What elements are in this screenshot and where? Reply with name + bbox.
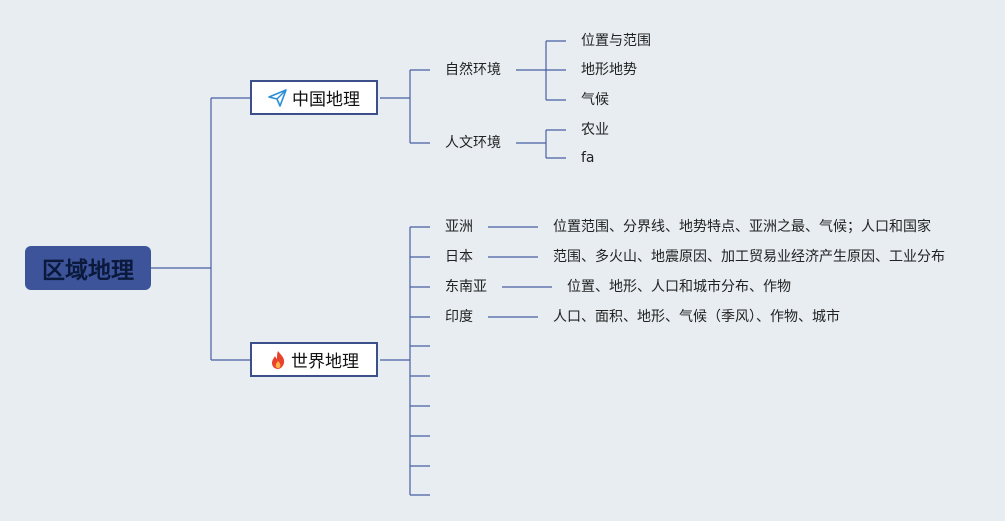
topic-southeast-asia[interactable]: 东南亚 [445, 279, 487, 295]
paper-plane-icon [268, 88, 288, 107]
root-label: 区域地理 [42, 258, 134, 284]
fire-icon [269, 350, 287, 370]
branch-label: 世界地理 [291, 352, 359, 372]
leaf-agriculture[interactable]: 农业 [581, 122, 609, 138]
leaf-location-range[interactable]: 位置与范围 [581, 33, 651, 49]
detail-asia[interactable]: 位置范围、分界线、地势特点、亚洲之最、气候；人口和国家 [553, 219, 931, 235]
topic-asia[interactable]: 亚洲 [445, 219, 473, 235]
topic-human-environment[interactable]: 人文环境 [445, 135, 501, 151]
topic-japan[interactable]: 日本 [445, 249, 473, 265]
branch-node-china-geography[interactable]: 中国地理 [250, 80, 378, 115]
topic-natural-environment[interactable]: 自然环境 [445, 62, 501, 78]
root-node[interactable]: 区域地理 [25, 246, 151, 290]
detail-southeast-asia[interactable]: 位置、地形、人口和城市分布、作物 [567, 279, 791, 295]
branch-node-world-geography[interactable]: 世界地理 [250, 342, 378, 377]
detail-japan[interactable]: 范围、多火山、地震原因、加工贸易业经济产生原因、工业分布 [553, 249, 945, 265]
topic-india[interactable]: 印度 [445, 309, 473, 325]
leaf-terrain[interactable]: 地形地势 [581, 62, 637, 78]
leaf-climate[interactable]: 气候 [581, 92, 609, 108]
leaf-fa[interactable]: fa [581, 150, 595, 166]
branch-label: 中国地理 [292, 90, 360, 110]
detail-india[interactable]: 人口、面积、地形、气候（季风）、作物、城市 [553, 309, 840, 325]
